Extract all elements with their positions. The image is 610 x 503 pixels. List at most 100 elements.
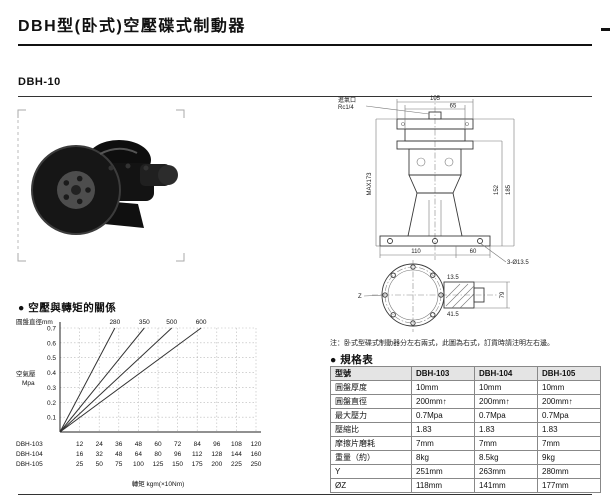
x-row-value: 12 [76, 441, 84, 448]
spec-value-cell: 1.83 [474, 422, 538, 437]
x-row-label: DBH-103 [16, 441, 43, 448]
x-row-value: 80 [154, 451, 162, 458]
series-line [59, 327, 116, 433]
spec-header-cell: DBH-105 [537, 366, 601, 381]
spec-value-cell: 1.83 [537, 422, 601, 437]
spec-row-label: 壓縮比 [330, 422, 412, 437]
x-row-value: 225 [231, 461, 242, 468]
x-row-value: 50 [96, 461, 104, 468]
spec-value-cell: 7mm [474, 436, 538, 451]
spec-value-cell: 141mm [474, 478, 538, 493]
x-row-value: 144 [231, 451, 242, 458]
x-row-value: 60 [154, 441, 162, 448]
bottom-view [372, 260, 498, 332]
page-edge-mark [601, 28, 610, 31]
front-view [379, 95, 491, 260]
bottom-view-dimensions: Z 13.5 41.5 79 [358, 275, 510, 318]
spec-header-cell: DBH-103 [411, 366, 475, 381]
spec-value-cell: 200mm↑ [474, 394, 538, 409]
y-axis-title: 空氣壓 [16, 369, 36, 378]
y-axis-unit: Mpa [22, 380, 35, 387]
series-label: 280 [109, 319, 120, 326]
spec-row-label: Y [330, 464, 412, 479]
x-row-value: 48 [115, 451, 123, 458]
legend-label: 圓盤直徑mm [16, 317, 53, 326]
bottom-divider [18, 494, 592, 495]
spec-header-cell: 型號 [330, 366, 412, 381]
spec-row-label: 摩擦片磨耗 [330, 436, 412, 451]
series-line [59, 327, 202, 433]
x-row-value: 175 [192, 461, 203, 468]
x-row-value: 16 [76, 451, 84, 458]
front-view-dimensions: 105 65 進氣口 Rc1/4 MAX173 152 185 110 60 [338, 96, 529, 266]
dim-41-5-label: 41.5 [447, 312, 459, 318]
spec-value-cell: 10mm [411, 380, 475, 395]
x-row-value: 200 [211, 461, 222, 468]
dim-60-label: 60 [470, 249, 477, 255]
spec-value-cell: 7mm [411, 436, 475, 451]
dim-79-label: 79 [500, 291, 506, 298]
spec-row-label: 圓盤厚度 [330, 380, 412, 395]
y-tick-label: 0.5 [47, 355, 56, 362]
x-row-value: 250 [251, 461, 262, 468]
x-row-label: DBH-105 [16, 461, 43, 468]
page-title: DBH型(卧式)空壓碟式制動器 [18, 18, 246, 35]
spec-row-label: ØZ [330, 478, 412, 493]
spec-value-cell: 7mm [537, 436, 601, 451]
x-row-value: 96 [174, 451, 182, 458]
spec-value-cell: 118mm [411, 478, 475, 493]
y-tick-label: 0.4 [47, 370, 56, 377]
x-row-value: 72 [174, 441, 182, 448]
x-row-value: 64 [135, 451, 143, 458]
dim-max173-label: MAX173 [367, 172, 373, 196]
spec-value-cell: 251mm [411, 464, 475, 479]
series-label: 600 [196, 319, 207, 326]
dim-105-label: 105 [430, 96, 441, 102]
series-label: 350 [139, 319, 150, 326]
spec-value-cell: 200mm↑ [411, 394, 475, 409]
x-row-value: 150 [172, 461, 183, 468]
x-row-value: 24 [96, 441, 104, 448]
spec-value-cell: 10mm [474, 380, 538, 395]
x-row-value: 112 [192, 451, 203, 458]
spec-value-cell: 10mm [537, 380, 601, 395]
y-tick-label: 0.1 [47, 415, 56, 422]
spec-value-cell: 177mm [537, 478, 601, 493]
product-photo [17, 109, 185, 262]
model-section-label: DBH-10 [18, 76, 61, 88]
spec-table-heading: ● 規格表 [330, 354, 374, 366]
crop-marks [17, 109, 185, 262]
x-row-value: 36 [115, 441, 123, 448]
x-axis-title: 轉矩 kgm(×10Nm) [132, 479, 185, 488]
y-tick-label: 0.6 [47, 340, 56, 347]
x-row-value: 75 [115, 461, 123, 468]
x-row-value: 96 [213, 441, 221, 448]
spec-value-cell: 263mm [474, 464, 538, 479]
series-line [59, 327, 145, 433]
section-divider [18, 96, 592, 97]
dim-65-label: 65 [450, 104, 457, 110]
dim-13-5-label: 13.5 [447, 275, 459, 281]
x-row-label: DBH-104 [16, 451, 43, 458]
spec-value-cell: 9kg [537, 450, 601, 465]
spec-value-cell: 8.5kg [474, 450, 538, 465]
brake-photo-illustration [31, 140, 178, 235]
dim-110-label: 110 [411, 249, 421, 255]
x-row-value: 125 [153, 461, 164, 468]
spec-value-cell: 0.7Mpa [411, 408, 475, 423]
y-tick-label: 0.7 [47, 326, 56, 333]
spec-value-cell: 0.7Mpa [474, 408, 538, 423]
drawing-note: 注：卧式型碟式制動器分左右兩式，此圖為右式，訂貨時請注明左右邊。 [330, 340, 554, 347]
spec-value-cell: 8kg [411, 450, 475, 465]
spec-value-cell: 280mm [537, 464, 601, 479]
series-label: 500 [166, 319, 177, 326]
dim-152-label: 152 [494, 184, 500, 195]
x-row-value: 160 [251, 451, 262, 458]
